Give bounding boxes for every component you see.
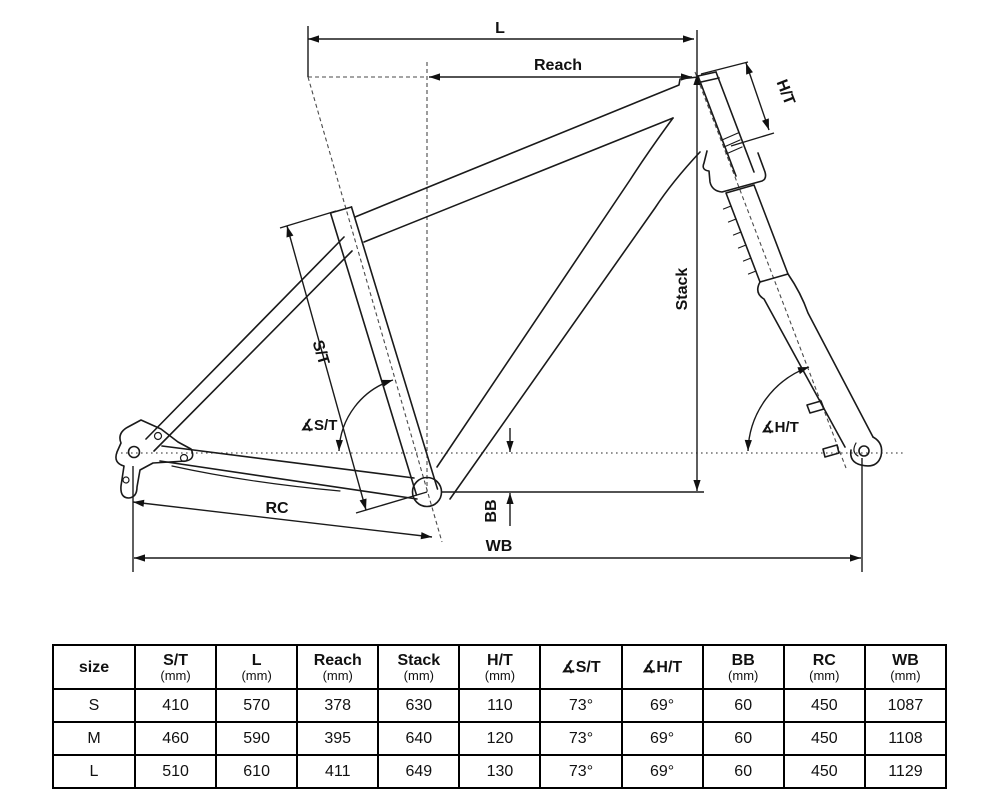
table-row-size-s: S 410 570 378 630 110 73° 69° 60 450 108… <box>52 688 948 723</box>
column-label: Stack <box>397 651 441 669</box>
column-label: RC <box>812 651 836 669</box>
label-st: S/T <box>309 338 333 367</box>
geometry-table: size S/T (mm) L (mm) Reach (mm) Stack (m… <box>52 644 948 789</box>
column-header-angle-st: ∡S/T <box>539 644 623 690</box>
table-cell: 60 <box>701 721 785 756</box>
bottom-bracket-circle <box>411 476 443 508</box>
column-label: S/T <box>163 651 188 669</box>
table-cell: 60 <box>701 754 785 789</box>
column-unit: (mm) <box>809 667 840 683</box>
label-angle-ht: ∡H/T <box>761 419 799 436</box>
bike-geometry-diagram: L Reach H/T Stack S/T ∡S/T ∡H/T RC BB WB <box>115 20 906 572</box>
table-row-size-l: L 510 610 411 649 130 73° 69° 60 450 112… <box>52 754 948 789</box>
table-cell: 130 <box>458 754 542 789</box>
column-header-bb: BB (mm) <box>701 644 785 690</box>
column-unit: (mm) <box>728 667 759 683</box>
column-label: Reach <box>313 651 362 669</box>
column-header-size: size <box>52 644 136 690</box>
dimension-stack <box>441 30 704 493</box>
label-ht: H/T <box>773 77 798 107</box>
table-cell: M <box>52 721 136 756</box>
table-cell: 73° <box>539 754 623 789</box>
column-header-angle-ht: ∡H/T <box>620 644 704 690</box>
label-reach: Reach <box>534 57 582 74</box>
label-l: L <box>495 20 505 37</box>
table-cell: 450 <box>782 754 866 789</box>
table-cell: 460 <box>133 721 218 756</box>
table-cell: 378 <box>296 688 380 723</box>
table-cell: L <box>52 754 136 789</box>
table-cell: 69° <box>620 754 704 789</box>
table-cell: 410 <box>133 688 218 723</box>
column-unit: (mm) <box>403 667 434 683</box>
table-cell: 120 <box>458 721 542 756</box>
label-bb: BB <box>483 499 500 522</box>
label-wb: WB <box>486 538 513 555</box>
table-cell: 60 <box>701 688 785 723</box>
ht-angle-arc <box>744 366 810 452</box>
column-header-l: L (mm) <box>215 644 299 690</box>
table-cell: 395 <box>296 721 380 756</box>
dimension-rc <box>132 466 433 572</box>
column-label: BB <box>731 651 755 669</box>
table-header-row: size S/T (mm) L (mm) Reach (mm) Stack (m… <box>52 644 948 690</box>
column-header-stack: Stack (mm) <box>377 644 461 690</box>
table-cell: 1108 <box>863 721 948 756</box>
table-cell: 590 <box>215 721 299 756</box>
column-label: ∡S/T <box>561 658 601 676</box>
table-cell: 610 <box>215 754 299 789</box>
dimension-l <box>307 26 694 77</box>
table-cell: 570 <box>215 688 299 723</box>
table-cell: 450 <box>782 688 866 723</box>
table-cell: 1129 <box>863 754 948 789</box>
table-cell: 110 <box>458 688 542 723</box>
construction-lines <box>116 62 906 543</box>
column-label: WB <box>892 651 919 669</box>
table-cell: 69° <box>620 721 704 756</box>
column-header-rc: RC (mm) <box>782 644 866 690</box>
column-unit: (mm) <box>484 667 516 683</box>
column-header-reach: Reach (mm) <box>296 644 380 690</box>
column-label: size <box>78 658 110 676</box>
label-rc: RC <box>265 500 289 517</box>
label-stack: Stack <box>674 268 691 311</box>
column-label: ∡H/T <box>642 658 683 676</box>
bike-frame-drawing <box>115 71 883 508</box>
dimension-st <box>279 210 428 514</box>
table-row-size-m: M 460 590 395 640 120 73° 69° 60 450 110… <box>52 721 948 756</box>
dimension-ht <box>700 61 775 147</box>
column-header-st: S/T (mm) <box>133 644 218 690</box>
table-cell: 649 <box>377 754 461 789</box>
table-cell: 73° <box>539 721 623 756</box>
column-unit: (mm) <box>160 667 191 683</box>
table-cell: 450 <box>782 721 866 756</box>
diagram-labels: L Reach H/T Stack S/T ∡S/T ∡H/T RC BB WB <box>265 20 798 555</box>
column-header-ht: H/T (mm) <box>458 644 542 690</box>
column-label: L <box>251 651 262 669</box>
table-cell: 73° <box>539 688 623 723</box>
table-cell: 1087 <box>863 688 948 723</box>
column-unit: (mm) <box>890 667 921 683</box>
column-unit: (mm) <box>322 667 353 683</box>
table-cell: 630 <box>377 688 461 723</box>
table-cell: 510 <box>133 754 218 789</box>
column-header-wb: WB (mm) <box>863 644 948 690</box>
column-unit: (mm) <box>241 667 272 683</box>
dimension-lines <box>132 26 863 572</box>
label-angle-st: ∡S/T <box>301 417 338 434</box>
dimension-wb <box>134 458 863 572</box>
table-cell: 69° <box>620 688 704 723</box>
column-label: H/T <box>487 651 513 669</box>
table-cell: 411 <box>296 754 380 789</box>
table-cell: S <box>52 688 136 723</box>
table-cell: 640 <box>377 721 461 756</box>
